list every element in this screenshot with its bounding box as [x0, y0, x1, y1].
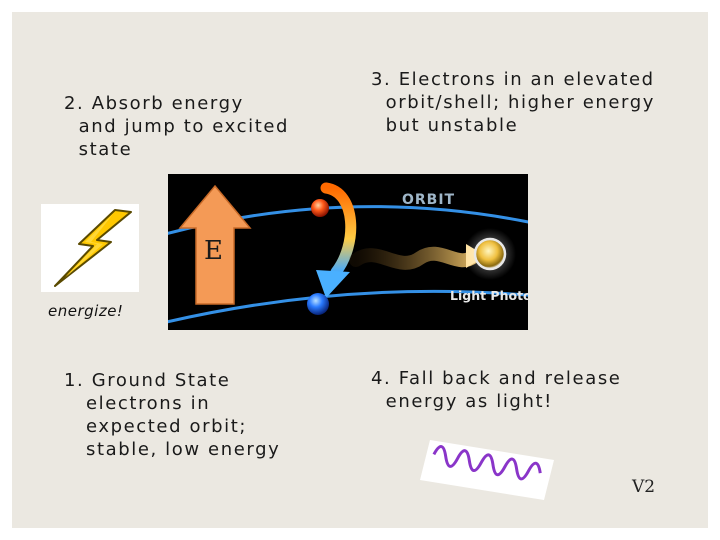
- energize-caption: energize!: [48, 302, 124, 320]
- light-wave-icon: [418, 434, 556, 504]
- energy-arrow: [178, 184, 252, 305]
- energy-arrow-label: E: [204, 236, 223, 266]
- ground-electron: [307, 293, 329, 315]
- photon-label: Light Photon: [450, 288, 528, 303]
- light-photon: [473, 237, 507, 271]
- version-label: V2: [632, 477, 656, 497]
- lightning-bolt-icon: [41, 204, 139, 292]
- orbit-label: ORBIT: [402, 192, 455, 208]
- step3-text: 3. Electrons in an elevated orbit/shell;…: [371, 69, 656, 136]
- excited-electron: [311, 199, 329, 217]
- step2-text: 2. Absorb energy and jump to excited sta…: [64, 93, 290, 160]
- step4-text: 4. Fall back and release energy as light…: [371, 368, 622, 412]
- step1-text: 1. Ground State electrons in expected or…: [64, 370, 281, 460]
